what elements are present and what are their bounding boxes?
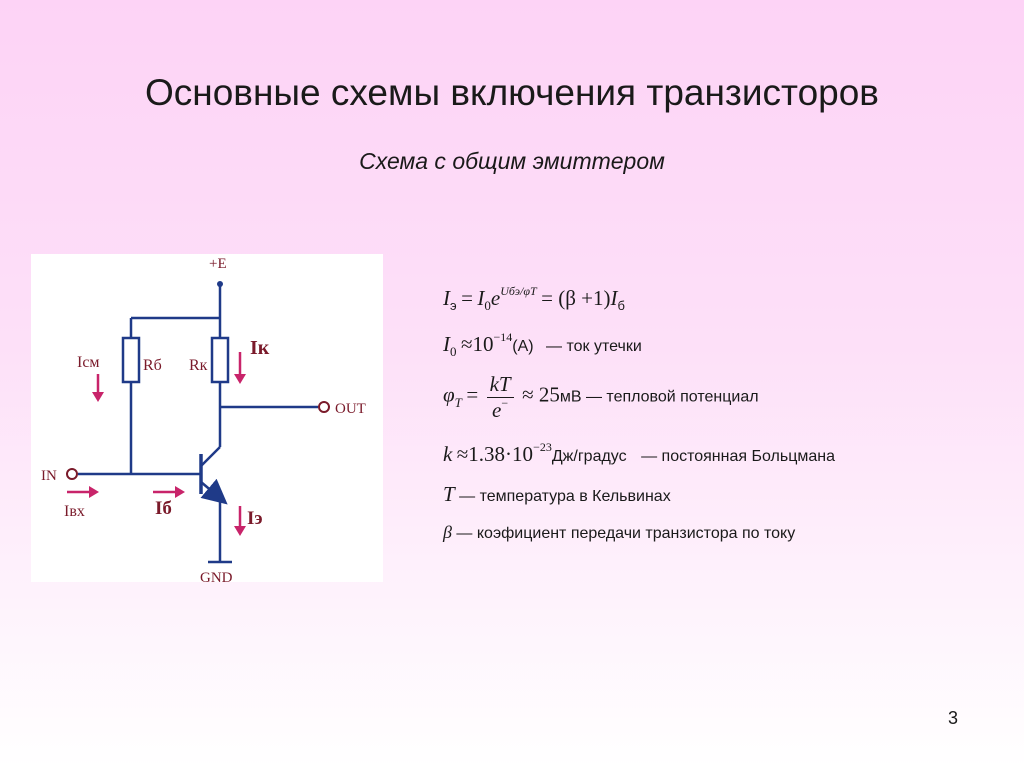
i-bias-label: Iсм [77, 354, 100, 371]
i-emitter-arrowhead [234, 526, 246, 536]
i-base-arrowhead [175, 486, 185, 498]
formula-beta: β — коэфициент передачи транзистора по т… [443, 522, 796, 542]
i-in-label: Iвх [64, 503, 85, 520]
i-emitter-label: Iэ [247, 508, 263, 529]
i-collector-label: Iк [250, 337, 270, 359]
slide-subtitle: Схема с общим эмиттером [359, 148, 665, 174]
formula-leakage-current: I0 ≈10−14(А) — ток утечки [443, 330, 642, 359]
page-number: 3 [948, 708, 959, 728]
supply-node [217, 281, 223, 287]
transistor-emitter [200, 478, 228, 505]
input-terminal[interactable] [66, 468, 78, 480]
out-label: OUT [335, 401, 366, 417]
transistor-collector [200, 446, 221, 467]
formula-emitter-current: Iэ = I0eUбэ/φT = (β +1)Iб [443, 284, 625, 313]
rb-label: Rб [143, 357, 162, 374]
thermal-fraction: kT e− [486, 372, 514, 423]
formula-boltzmann: k ≈1.38·10−23Дж/градус — постоянная Боль… [443, 440, 835, 466]
slide-title: Основные схемы включения транзисторов [145, 72, 879, 113]
in-label: IN [41, 468, 57, 484]
i-collector-arrowhead [234, 374, 246, 384]
formula-thermal-potential: φT = kT e− ≈ 25мВ — тепловой потенциал [443, 372, 759, 423]
rk-label: Rк [189, 357, 208, 374]
supply-label: +E [209, 256, 227, 272]
circuit-schematic: +E OUT IN GND Rб Rк Iсм Iк Iвх Iб Iэ [41, 256, 366, 582]
i-base-label: Iб [155, 498, 172, 519]
formula-temperature: T — температура в Кельвинах [443, 482, 671, 506]
circuit-diagram: +E OUT IN GND Rб Rк Iсм Iк Iвх Iб Iэ [31, 254, 383, 582]
i-bias-arrowhead [92, 392, 104, 402]
base-resistor [121, 336, 141, 384]
formula-list: Iэ = I0eUбэ/φT = (β +1)Iб I0 ≈10−14(А) —… [443, 282, 1003, 562]
i-in-arrowhead [89, 486, 99, 498]
gnd-label: GND [200, 570, 233, 582]
output-terminal[interactable] [318, 401, 330, 413]
collector-resistor [210, 336, 230, 384]
